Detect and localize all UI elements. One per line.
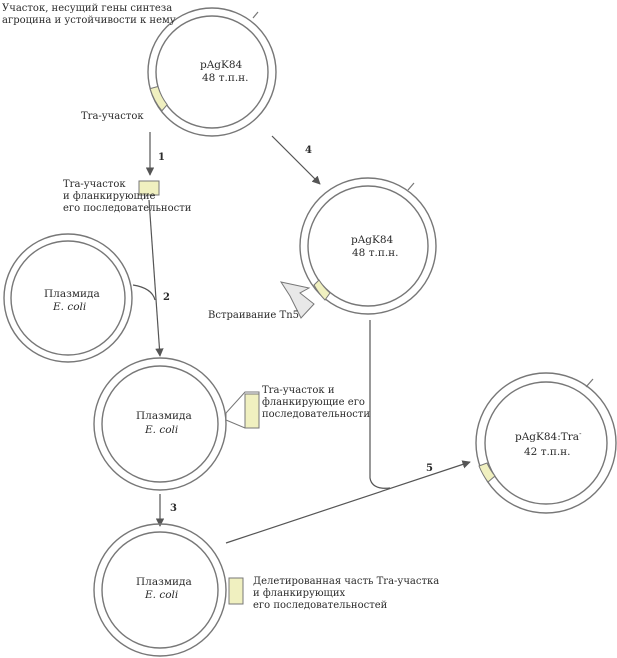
plasmid-ecoli-b: Плазмида E. coli [93, 357, 260, 491]
plasmid-name: pAgK84 [351, 234, 394, 246]
plasmid-pagk84-tra-minus: pAgK84:Tra- 42 т.п.н. [475, 372, 617, 514]
step-label-3: 3 [170, 503, 177, 514]
arrow-step-4 [271, 135, 321, 185]
tra-fragment [138, 180, 160, 196]
step-label-2: 2 [163, 292, 170, 303]
plasmid-size: 48 т.п.н. [202, 72, 249, 84]
tra-flank-label-line1: Tra-участок [63, 179, 126, 190]
tra-flank-label-line2: и фланкирующие [63, 191, 156, 202]
tra-region-segment [313, 279, 331, 301]
clone-label-line3: последовательности [262, 409, 370, 420]
deleted-tra-segment [228, 577, 244, 605]
plasmid-marker-tick [585, 378, 594, 388]
plasmid-ecoli-c: Плазмида E. coli [93, 523, 244, 657]
plasmid-host: E. coli [144, 424, 178, 436]
plasmid-name: Плазмида [136, 410, 192, 422]
step-label-1: 1 [158, 152, 165, 163]
tn5-insert [279, 281, 315, 319]
plasmid-pagk84-mid: pAgK84 48 т.п.н. [279, 177, 437, 319]
plasmid-host: E. coli [52, 301, 86, 313]
deleted-label-line2: и фланкирующих [253, 588, 346, 599]
plasmid-name: pAgK84 [200, 59, 243, 71]
arrow-step-5 [225, 460, 471, 544]
clone-label-line2: фланкирующие его [262, 397, 365, 408]
step-label-4: 4 [305, 145, 312, 156]
tn5-insertion-label: Встраивание Tn5 [208, 310, 299, 321]
agrocin-region-label-line1: Участок, несущий гены синтеза [2, 3, 172, 14]
clone-label-line1: Tra-участок и [262, 385, 335, 396]
plasmid-pagk84-top: pAgK84 48 т.п.н. [147, 7, 277, 137]
plasmid-name: Плазмида [136, 576, 192, 588]
tra-flank-label-line3: его последовательности [63, 203, 192, 214]
plasmid-size: 42 т.п.н. [524, 446, 571, 458]
plasmid-size: 48 т.п.н. [352, 247, 399, 259]
tra-region-label: Tra-участок [81, 111, 144, 122]
agrocin-region-label-line2: агроцина и устойчивости к нему [2, 15, 176, 26]
plasmid-host: E. coli [144, 589, 178, 601]
deleted-label-line3: его последовательностей [253, 600, 388, 611]
plasmid-name-superscript: - [579, 430, 582, 438]
deleted-label-line1: Делетированная часть Tra-участка [253, 576, 439, 587]
plasmid-name-main: pAgK84:Tra [515, 431, 579, 443]
plasmid-name: pAgK84:Tra- [515, 430, 582, 443]
plasmid-ecoli-a: Плазмида E. coli [3, 233, 133, 363]
tra-region-segment [478, 462, 496, 483]
plasmid-marker-tick [252, 11, 259, 19]
step-label-5: 5 [426, 463, 433, 474]
arrow-step-5-from-pagk84 [369, 320, 391, 489]
arrow-step-2-join [132, 284, 156, 301]
plasmid-name: Плазмида [44, 288, 100, 300]
plasmid-marker-tick [407, 182, 415, 191]
tra-region-segment [149, 85, 168, 112]
tra-insert-segment [244, 393, 260, 429]
arrow-step-2 [148, 199, 164, 357]
